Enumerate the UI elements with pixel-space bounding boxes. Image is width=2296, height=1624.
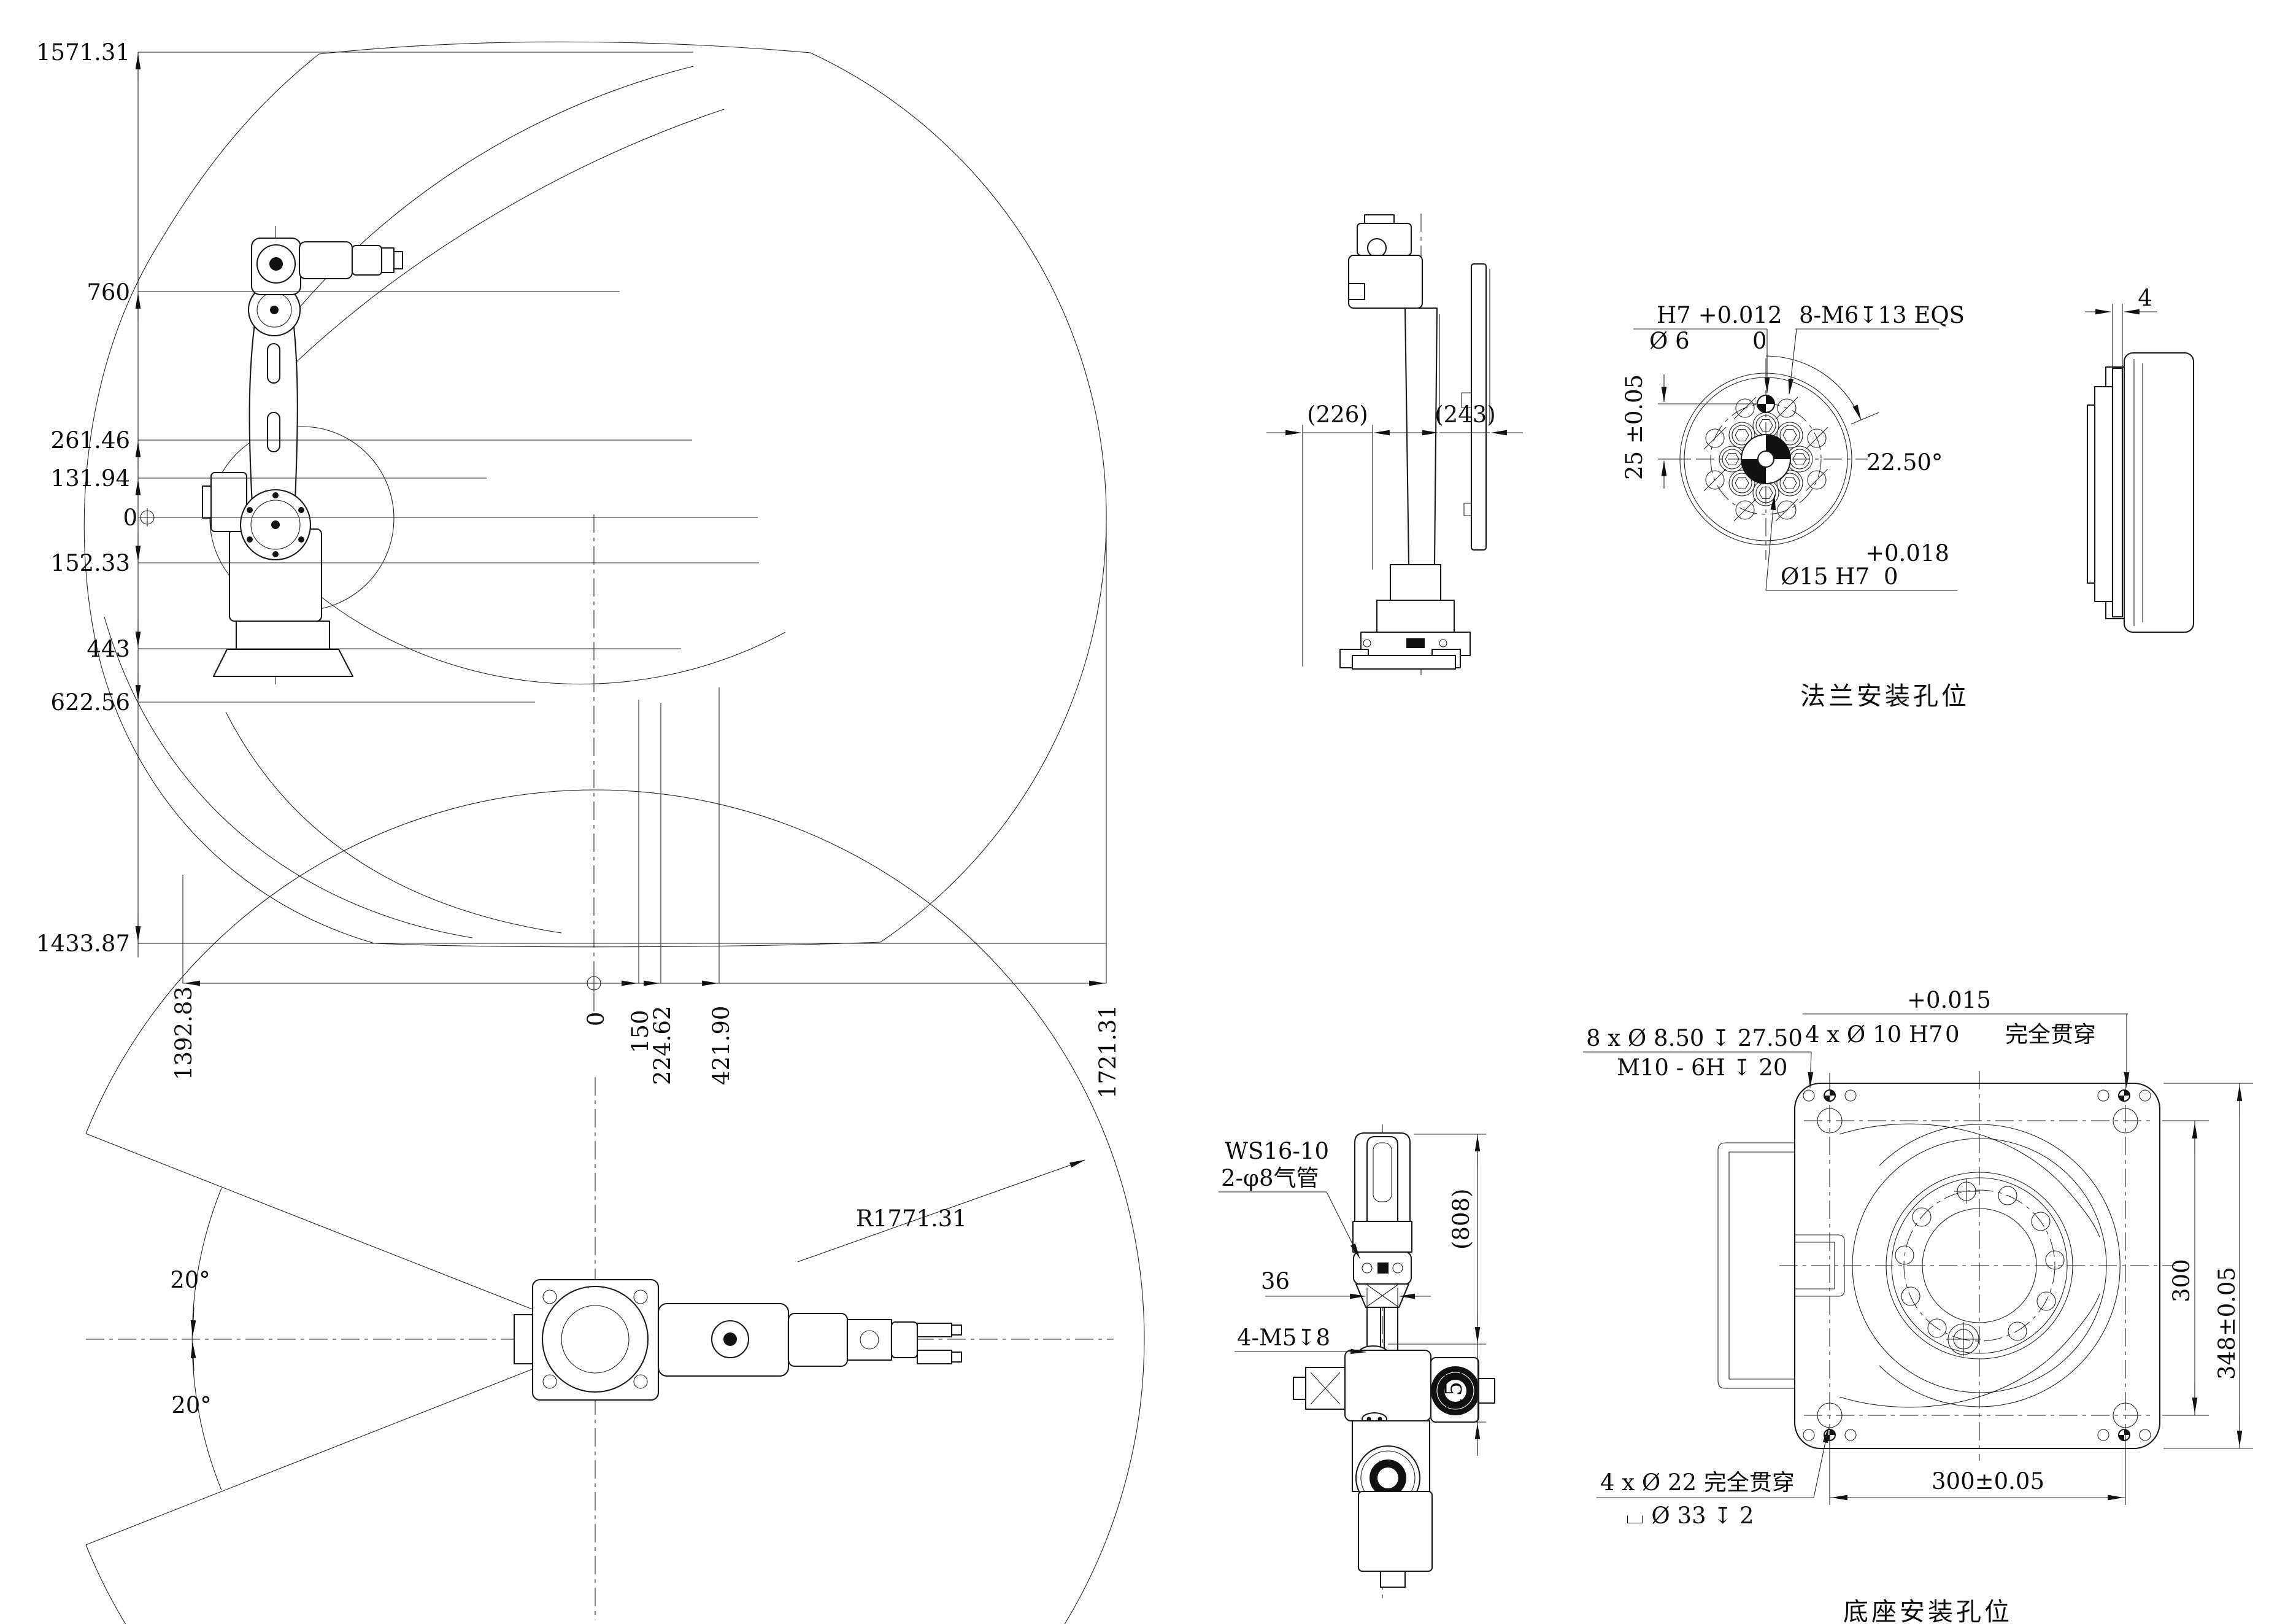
dim-261: 261.46: [51, 427, 130, 454]
dim-300-bottom: 300±0.05: [1932, 1468, 2044, 1494]
angle-dimension: [190, 1188, 222, 1491]
flange-detail-view: H7 +0.012 Ø 6 0 8-M6↧13 EQS 22.50° 25 ±0…: [1621, 302, 1970, 711]
lower-side-dimensions: [1219, 1134, 1486, 1456]
base-cbore-callout: ⌴ Ø 33 ↧ 2: [1626, 1502, 1754, 1529]
top-view: R1771.31 20° 20°: [85, 789, 1145, 1624]
robot-side-silhouette: [1339, 214, 1487, 670]
side-view-dimensions: [1266, 269, 1523, 667]
dim-808: (808): [1448, 1189, 1474, 1250]
center-bore: [1740, 433, 1792, 485]
base-plate-dimensions: [1583, 1013, 2253, 1505]
dim-20-lower: 20°: [171, 1392, 212, 1418]
dowel-hole: [1756, 394, 1776, 414]
dim-1571: 1571.31: [36, 39, 130, 66]
label-4m5: 4-M5↧8: [1237, 1324, 1330, 1351]
flange-caption: 法兰安装孔位: [1800, 681, 1970, 711]
lower-side-view: WS16-10 2-φ8气管 (808) 36 4-M5↧8 150: [1219, 1124, 1496, 1603]
work-sector: [85, 789, 1145, 1624]
radius-leader: [797, 1159, 1086, 1262]
flange-bore: Ø15 H7: [1781, 563, 1870, 590]
dim-243: (243): [1435, 401, 1496, 428]
origin-marker-bottom: [585, 974, 603, 992]
flange-side-view: 4: [2085, 285, 2195, 633]
base-zero: 0: [1945, 1021, 1960, 1048]
flange-zero: 0: [1752, 328, 1767, 354]
flange-angle: 22.50°: [1866, 449, 1943, 476]
dim-20-upper: 20°: [170, 1267, 210, 1293]
bearing-bore: [1852, 1124, 2121, 1407]
dim-b0: 0: [583, 1011, 609, 1026]
side-view: (226) (243): [1266, 214, 1523, 675]
robot-vertical-silhouette: [1292, 1132, 1496, 1588]
dim-150v: 150: [1441, 1367, 1467, 1410]
dim-443: 443: [87, 636, 130, 662]
dim-224: 224.62: [649, 1006, 676, 1085]
dim-4: 4: [2138, 285, 2152, 311]
flange-dia: Ø 6: [1649, 328, 1690, 354]
base-pins: 4 x Ø 10 H7: [1805, 1021, 1943, 1048]
label-air-tube: 2-φ8气管: [1221, 1165, 1319, 1191]
front-view: 1571.31 760 261.46 131.94 0 152.33 443 6…: [36, 39, 1121, 1099]
flange-bore-zero: 0: [1884, 563, 1898, 590]
base-cb: 8 x Ø 8.50 ↧ 27.50: [1586, 1025, 1803, 1051]
base-thru: 完全贯穿: [2005, 1021, 2096, 1048]
dim-0: 0: [123, 505, 137, 531]
label-ws16: WS16-10: [1225, 1138, 1329, 1164]
front-horizontal-dimensions: [182, 523, 1107, 992]
dim-1721: 1721.31: [1095, 1005, 1121, 1099]
base-caption: 底座安装孔位: [1843, 1597, 2013, 1624]
dim-152: 152.33: [51, 550, 130, 576]
dim-150b: 150: [627, 1010, 653, 1053]
dim-1392: 1392.83: [171, 986, 197, 1080]
dim-622: 622.56: [51, 689, 130, 716]
dim-421: 421.90: [708, 1006, 734, 1085]
dim-1433: 1433.87: [36, 930, 130, 957]
origin-marker: [138, 508, 156, 527]
robot-front-silhouette: [201, 237, 404, 678]
dim-131: 131.94: [51, 465, 130, 492]
flange-callouts: [1633, 328, 1957, 591]
base-bracket: [1717, 1123, 2100, 1408]
dim-300-right: 300: [2168, 1259, 2195, 1302]
base-tol: +0.015: [1907, 987, 1991, 1013]
m6-holes: [1703, 396, 1828, 522]
dim-226: (226): [1307, 401, 1368, 428]
flange-bore-tol: +0.018: [1865, 540, 1949, 566]
base-plate-view: +0.015 4 x Ø 10 H7 0 完全贯穿 8 x Ø 8.50 ↧ 2…: [1583, 987, 2253, 1624]
flange-fit: H7 +0.012: [1657, 302, 1782, 328]
dim-36: 36: [1261, 1268, 1290, 1294]
dim-760: 760: [87, 279, 130, 306]
flange-bolts: 8-M6↧13 EQS: [1799, 302, 1965, 328]
flange-thickness-dim: [2085, 304, 2157, 381]
corner-holes: [1817, 1108, 2138, 1428]
base-tap: M10 - 6H ↧ 20: [1617, 1054, 1787, 1081]
front-vertical-dimensions: [135, 52, 1106, 957]
robot-top-silhouette: [513, 1278, 963, 1401]
dim-348: 348±0.05: [2214, 1267, 2240, 1380]
base-corner-callout: 4 x Ø 22 完全贯穿: [1600, 1469, 1795, 1496]
dim-r1771: R1771.31: [856, 1205, 967, 1232]
flange-pitch: 25 ±0.05: [1621, 374, 1647, 480]
